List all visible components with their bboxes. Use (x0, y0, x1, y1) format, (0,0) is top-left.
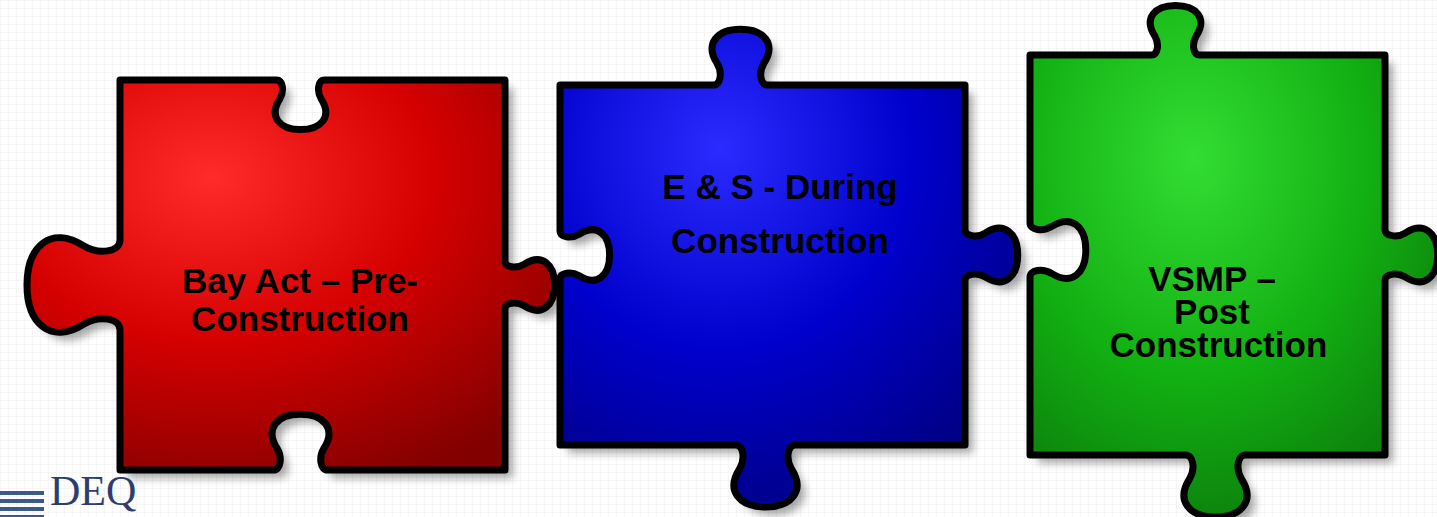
logo-text: DEQ (50, 470, 136, 512)
piece-shape (1030, 5, 1437, 517)
piece-outline (0, 0, 625, 517)
piece-shape (27, 80, 555, 470)
puzzle-piece-red: Bay Act – Pre-Construction (120, 80, 505, 470)
puzzle-piece-green: VSMP – Post Construction (1030, 55, 1385, 455)
piece-outline (910, 0, 1437, 517)
piece-shape (560, 29, 1018, 507)
piece-label: VSMP – Post Construction (1110, 262, 1315, 361)
piece-label: E & S - During Construction (615, 160, 945, 268)
logo-stripes (0, 491, 44, 517)
puzzle-piece-blue: E & S - During Construction (560, 85, 965, 445)
piece-label: Bay Act – Pre-Construction (135, 262, 465, 338)
